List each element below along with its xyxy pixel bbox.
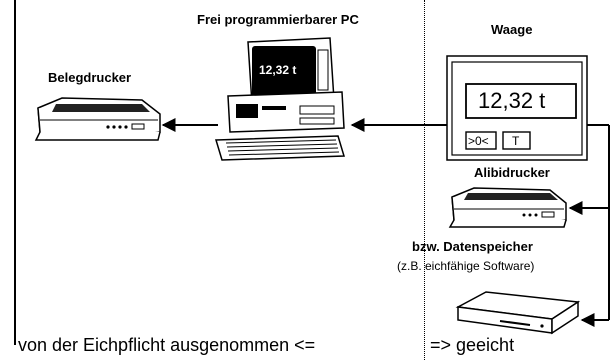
calibration-boundary-line [424,0,425,360]
storage-label: bzw. Datenspeicher [412,239,533,254]
tare-key: T [512,134,520,148]
storage-note: (z.B. eichfähige Software) [397,259,535,273]
zero-key: >0< [468,134,489,148]
caption-calibrated: => geeicht [430,335,515,355]
pc-screen-value: 12,32 t [259,63,297,77]
storage-device-icon [455,291,581,335]
scale-terminal-icon [446,55,588,161]
left-border-line [14,0,16,345]
scale-display-value: 12,32 t [478,88,546,113]
connection-lines [161,118,610,327]
pc-icon [215,37,345,161]
alibi-printer-label: Alibidrucker [474,165,550,180]
pc-label: Frei programmierbarer PC [197,12,359,27]
caption-exempt: von der Eichpflicht ausgenommen <= [18,335,316,355]
receipt-printer-label: Belegdrucker [48,70,132,85]
scale-label: Waage [491,22,533,37]
receipt-printer-icon [34,97,161,141]
alibi-printer-icon [448,187,567,228]
